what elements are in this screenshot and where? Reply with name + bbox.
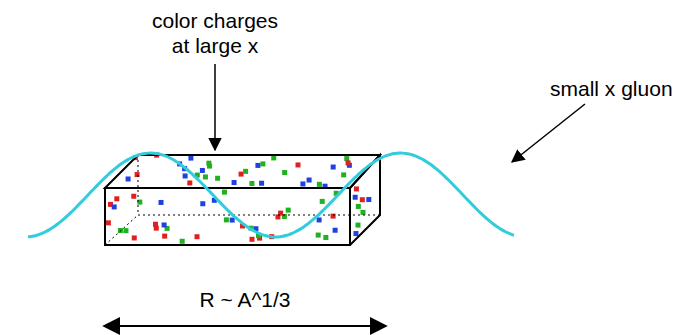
color-charge (187, 180, 192, 185)
color-charge (346, 160, 351, 165)
box-top (105, 155, 380, 188)
color-charge (154, 226, 159, 231)
callout-label: small x gluon (550, 76, 673, 101)
color-charge (331, 214, 336, 219)
color-charge (112, 204, 117, 209)
color-charge (188, 156, 193, 161)
color-charge (207, 164, 212, 169)
color-charge (131, 194, 136, 199)
color-charge (106, 220, 111, 225)
color-charge (194, 234, 199, 239)
callout-label: color charges at large x (147, 8, 283, 58)
color-charge (203, 174, 208, 179)
color-charge (307, 178, 312, 183)
color-charge (320, 199, 325, 204)
color-charge (286, 208, 291, 213)
color-charge (317, 182, 322, 187)
dimension-label: R ~ A^1/3 (200, 287, 291, 312)
color-charge (296, 162, 301, 167)
color-charge (354, 186, 359, 191)
color-charge (271, 155, 276, 160)
color-charge (183, 173, 188, 178)
color-charge (323, 235, 328, 240)
color-charge (222, 190, 227, 195)
nucleus-box (105, 155, 380, 245)
color-charge (180, 239, 185, 244)
color-charge (333, 228, 338, 233)
gluon-wave (28, 153, 514, 237)
color-charge (300, 181, 305, 186)
pointer-arrow (512, 104, 585, 162)
color-charge (331, 165, 336, 170)
color-charge (355, 223, 360, 228)
color-charge (239, 172, 244, 177)
color-charge (366, 197, 371, 202)
color-charge (341, 172, 346, 177)
box-front (105, 188, 350, 245)
hidden-edges (105, 155, 380, 245)
color-charge (360, 197, 365, 202)
color-charge (353, 231, 358, 236)
color-charge (259, 181, 264, 186)
color-charge (200, 168, 205, 173)
color-charge (230, 218, 235, 223)
color-charge (224, 217, 229, 222)
color-charge (317, 217, 322, 222)
color-charge (200, 201, 205, 206)
color-charge (243, 169, 248, 174)
color-charge (353, 195, 358, 200)
color-charge (344, 156, 349, 161)
color-charge (215, 176, 220, 181)
color-charge (159, 200, 164, 205)
color-charge (126, 176, 131, 181)
color-charge (132, 235, 137, 240)
color-charge (316, 233, 321, 238)
color-charge (249, 181, 254, 186)
color-charge (250, 237, 255, 242)
color-charge (114, 196, 119, 201)
color-charge (232, 180, 237, 185)
color-charges (106, 153, 371, 244)
color-charge (135, 172, 140, 177)
color-charge (255, 163, 260, 168)
hidden-edge (105, 155, 380, 245)
color-charge (162, 234, 167, 239)
color-charge (162, 222, 167, 227)
color-charge (360, 210, 365, 215)
size-arrow (104, 325, 386, 327)
pointer-arrow (214, 64, 216, 150)
color-charge (260, 161, 265, 166)
color-charge (356, 204, 361, 209)
color-charge (123, 228, 128, 233)
color-charge (282, 170, 287, 175)
